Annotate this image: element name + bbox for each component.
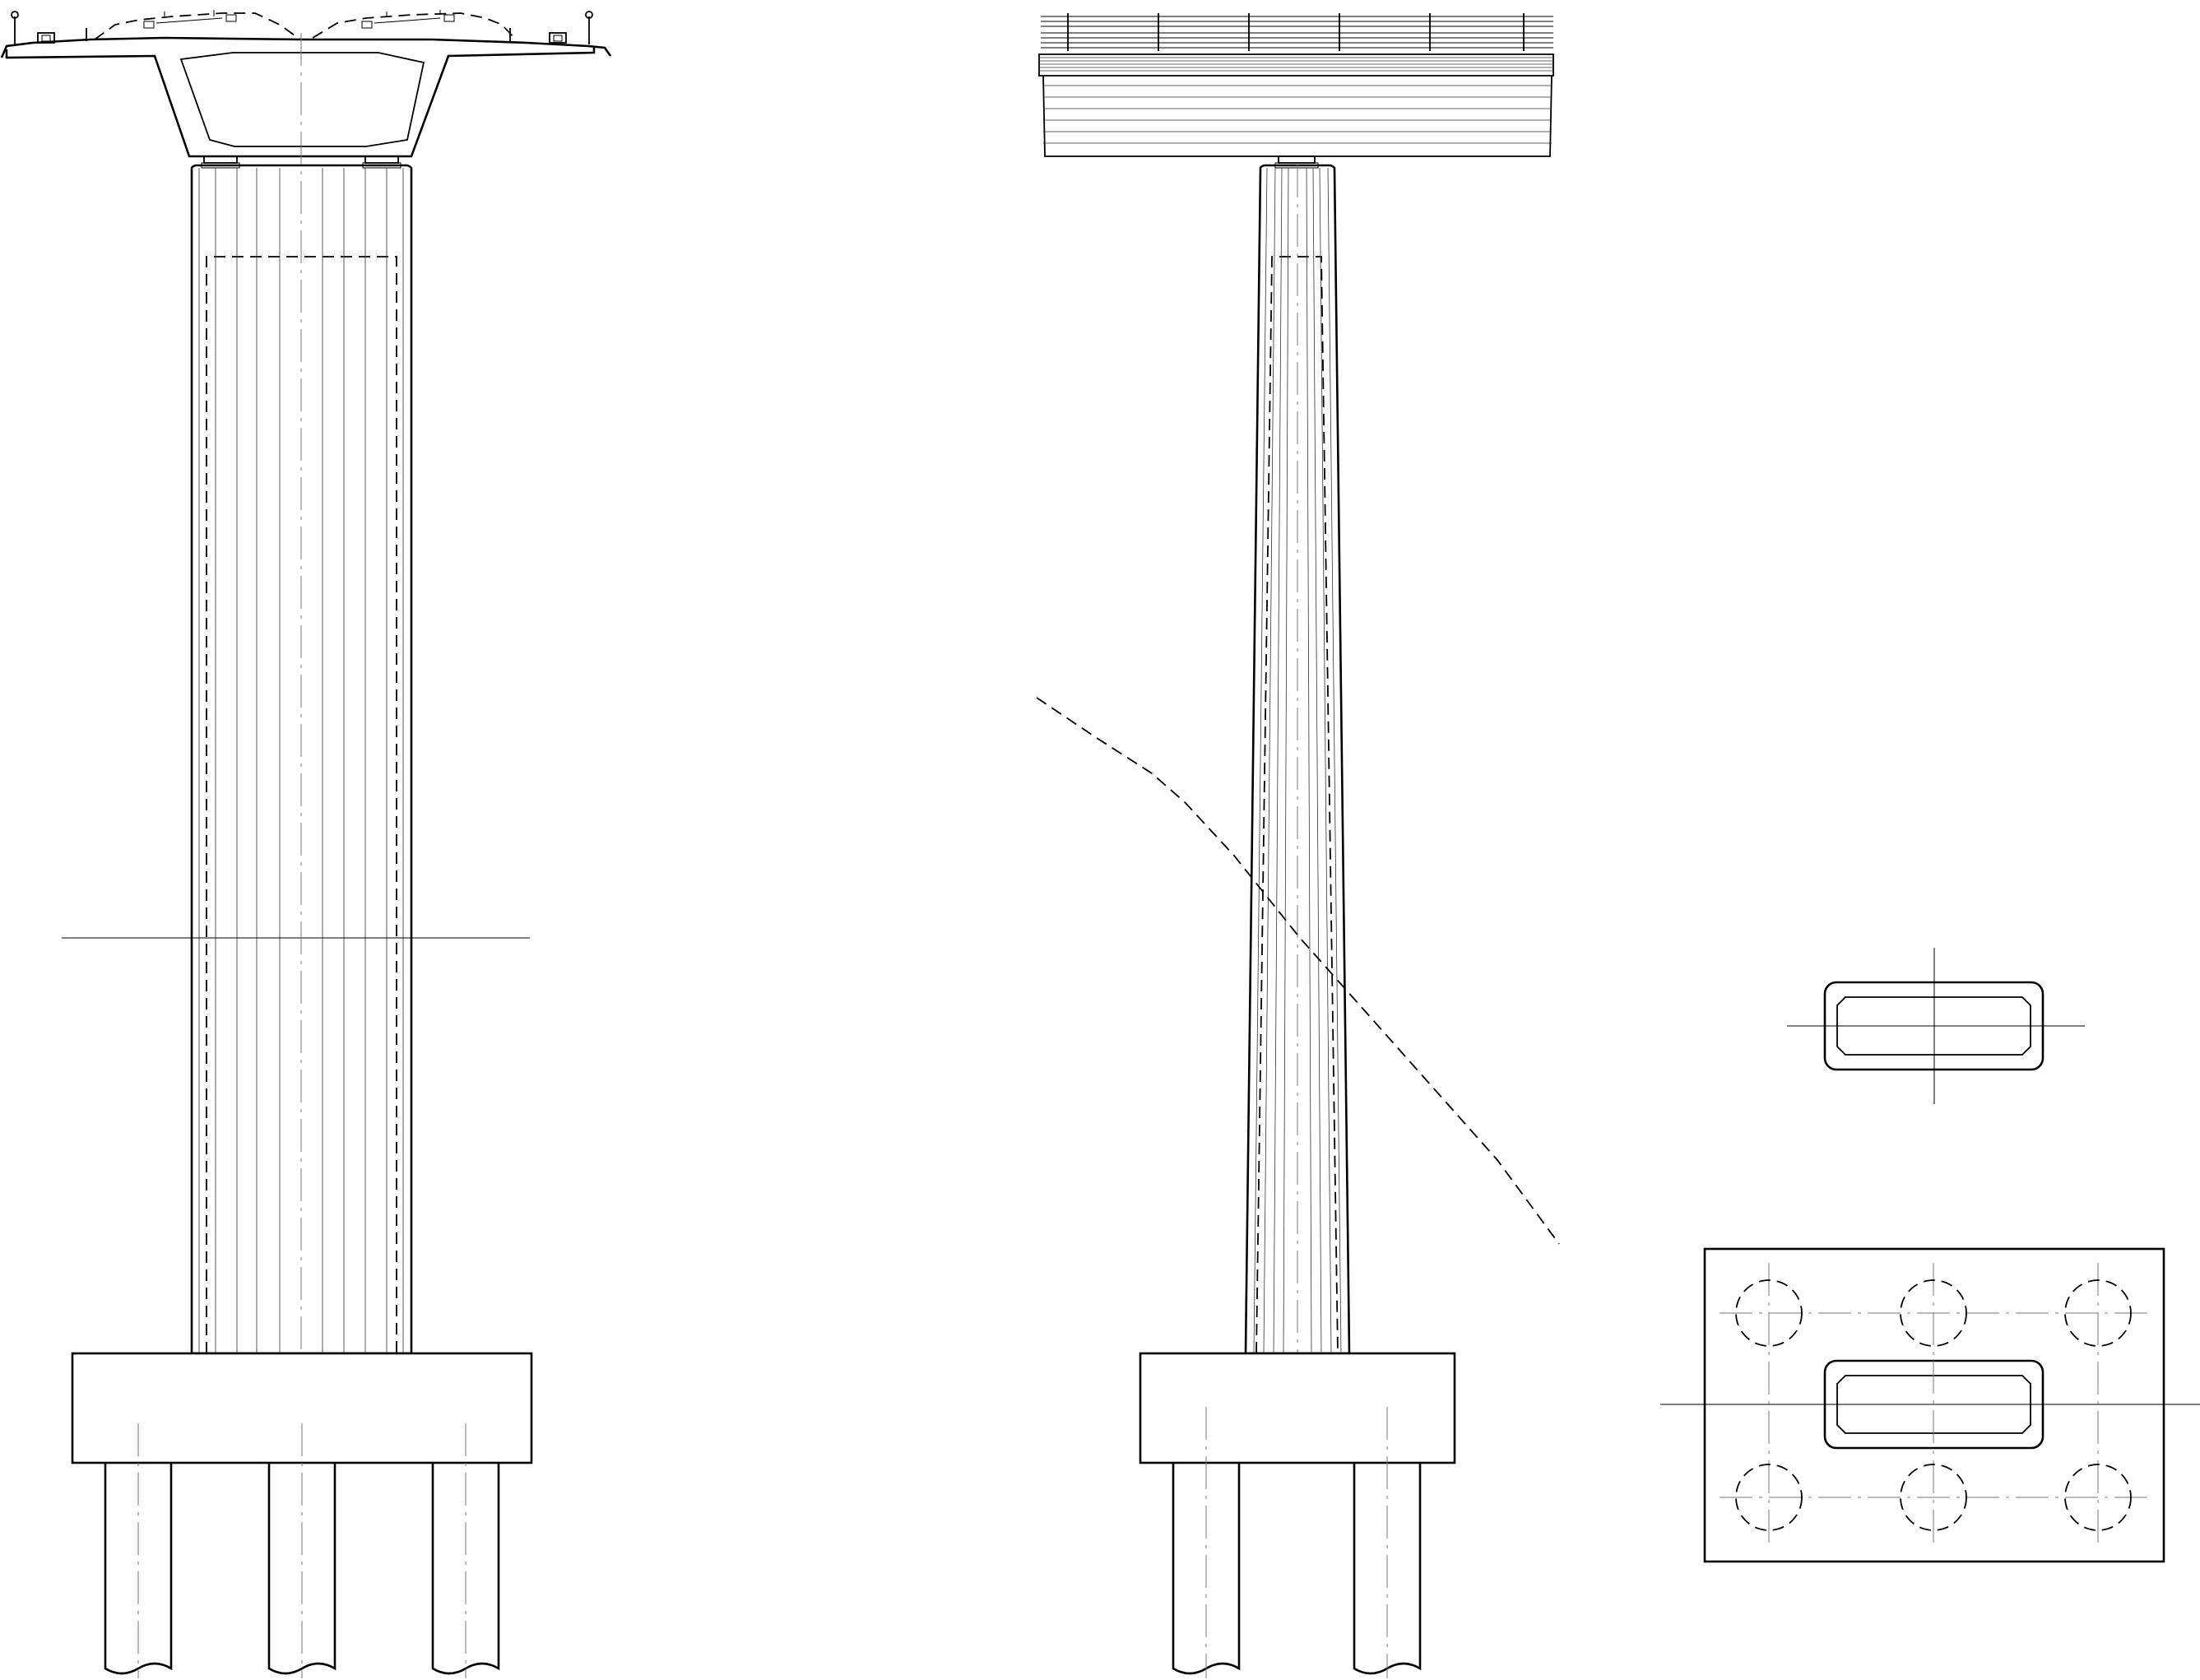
pier-taper-hatch <box>1253 167 1342 1354</box>
piles-longitudinal <box>1172 1407 1422 1678</box>
pier-surface-hatch <box>198 168 404 1353</box>
pile-locations <box>1735 1279 2132 1531</box>
foundation-plan <box>1660 1247 2200 1563</box>
pier-column-longitudinal <box>1244 164 1351 1362</box>
longitudinal-elevation-view <box>1036 13 1560 1678</box>
pier-cross-section <box>1787 948 2085 1104</box>
transverse-elevation-view <box>0 10 612 1678</box>
deck-railing <box>1041 13 1553 51</box>
pile-cap-longitudinal <box>1139 1352 1456 1464</box>
deck-side-elevation <box>1038 53 1554 157</box>
box-girder-section <box>0 10 612 158</box>
pier-column-transverse <box>190 164 413 1355</box>
ground-profile-line <box>1036 697 1560 1245</box>
piles-transverse <box>104 1423 500 1678</box>
